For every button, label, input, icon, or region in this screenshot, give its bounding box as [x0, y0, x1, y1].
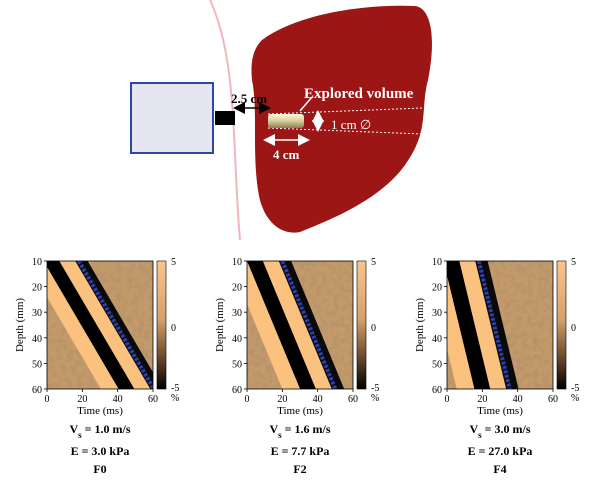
- x-tick-label: 0: [245, 394, 250, 405]
- colorbar-tick-label: 0: [371, 323, 376, 334]
- transducer-tip: [215, 111, 235, 125]
- x-tick-label: 0: [45, 394, 50, 405]
- plot-frame: [46, 260, 154, 390]
- fibrosis-stage-label: F2: [293, 462, 306, 476]
- y-tick-label: 10: [432, 257, 442, 268]
- x-axis-label: Time (ms): [277, 405, 323, 417]
- liver-shape: [251, 5, 432, 233]
- depth-label: 2.5 cm: [231, 91, 267, 106]
- colorbar-unit: %: [371, 393, 379, 404]
- colorbar-tick-label: 0: [171, 323, 176, 334]
- y-tick-label: 20: [232, 283, 242, 294]
- plot-frame: [446, 260, 554, 390]
- explored-volume-cylinder: [268, 114, 304, 128]
- y-tick-label: 50: [32, 359, 42, 370]
- y-axis-label: Depth (mm): [414, 298, 426, 352]
- elasticity-label: E = 27.0 kPa: [468, 444, 533, 458]
- strain-band-light: [262, 261, 332, 389]
- diameter-label: 1 cm ∅: [331, 117, 371, 132]
- strain-band-dark-leading: [447, 261, 491, 389]
- x-tick-label: 60: [348, 394, 358, 405]
- colorbar-tick-label: -5: [171, 383, 179, 394]
- skin-line: [209, 0, 241, 241]
- fibrosis-stage-label: F0: [93, 462, 106, 476]
- colorbar: [556, 260, 567, 390]
- strain-band-light-leading: [447, 275, 475, 389]
- velocity-fit-line: [77, 261, 153, 389]
- y-axis-label: Depth (mm): [214, 298, 226, 352]
- y-tick-label: 40: [232, 334, 242, 345]
- length-label: 4 cm: [273, 147, 300, 162]
- velocity-fit-line: [476, 261, 512, 389]
- strain-band-light: [459, 261, 507, 389]
- x-tick-label: 20: [277, 394, 287, 405]
- strain-map: [247, 261, 353, 389]
- x-axis-label: Time (ms): [77, 405, 123, 417]
- x-tick-label: 40: [113, 394, 123, 405]
- colorbar: [356, 260, 367, 390]
- explored-volume-label: Explored volume: [304, 86, 414, 102]
- strain-band-light-leading: [47, 267, 119, 389]
- explored-volume-pointer: [299, 96, 313, 112]
- y-tick-label: 20: [432, 283, 442, 294]
- strain-band-light-leading: [247, 261, 300, 389]
- shear-velocity-label: Vs = 3.0 m/s: [469, 422, 530, 440]
- beam-line-bottom: [267, 127, 423, 135]
- colorbar-tick-label: -5: [571, 383, 579, 394]
- velocity-fit-line: [280, 261, 338, 389]
- y-tick-label: 50: [232, 359, 242, 370]
- strain-map: [47, 261, 153, 389]
- y-axis-label: Depth (mm): [14, 298, 26, 352]
- y-tick-label: 40: [32, 334, 42, 345]
- colorbar: [156, 260, 167, 390]
- y-tick-label: 30: [432, 308, 442, 319]
- y-tick-label: 50: [432, 359, 442, 370]
- y-tick-label: 60: [232, 385, 242, 396]
- x-tick-label: 60: [548, 394, 558, 405]
- beam-line-top: [267, 107, 423, 115]
- colorbar-unit: %: [171, 393, 179, 404]
- colorbar-tick-label: 5: [371, 257, 376, 268]
- shear-velocity-label: Vs = 1.6 m/s: [269, 422, 330, 440]
- x-tick-label: 40: [513, 394, 523, 405]
- x-tick-label: 20: [477, 394, 487, 405]
- y-tick-label: 30: [32, 308, 42, 319]
- y-tick-label: 60: [32, 385, 42, 396]
- y-tick-label: 30: [232, 308, 242, 319]
- x-tick-label: 60: [148, 394, 158, 405]
- y-tick-label: 10: [232, 257, 242, 268]
- strain-band-dark-leading: [47, 261, 135, 389]
- colorbar-unit: %: [571, 393, 579, 404]
- colorbar-tick-label: 5: [571, 257, 576, 268]
- y-tick-label: 40: [432, 334, 442, 345]
- strain-band-light: [59, 261, 151, 389]
- colorbar-tick-label: 0: [571, 323, 576, 334]
- strain-map: [447, 261, 553, 389]
- ultrasound-probe: [130, 82, 214, 154]
- colorbar-tick-label: 5: [171, 257, 176, 268]
- elasticity-label: E = 7.7 kPa: [271, 444, 330, 458]
- colorbar-tick-label: -5: [371, 383, 379, 394]
- fibrosis-stage-label: F4: [493, 462, 506, 476]
- y-tick-label: 20: [32, 283, 42, 294]
- x-tick-label: 40: [313, 394, 323, 405]
- x-tick-label: 0: [445, 394, 450, 405]
- shear-velocity-label: Vs = 1.0 m/s: [69, 422, 130, 440]
- plot-frame: [246, 260, 354, 390]
- strain-band-dark-leading: [247, 261, 316, 389]
- elasticity-label: E = 3.0 kPa: [71, 444, 130, 458]
- y-tick-label: 60: [432, 385, 442, 396]
- y-tick-label: 10: [32, 257, 42, 268]
- x-tick-label: 20: [77, 394, 87, 405]
- schematic: 2.5 cm Explored volume 4 cm 1 cm ∅: [130, 0, 432, 241]
- x-axis-label: Time (ms): [477, 405, 523, 417]
